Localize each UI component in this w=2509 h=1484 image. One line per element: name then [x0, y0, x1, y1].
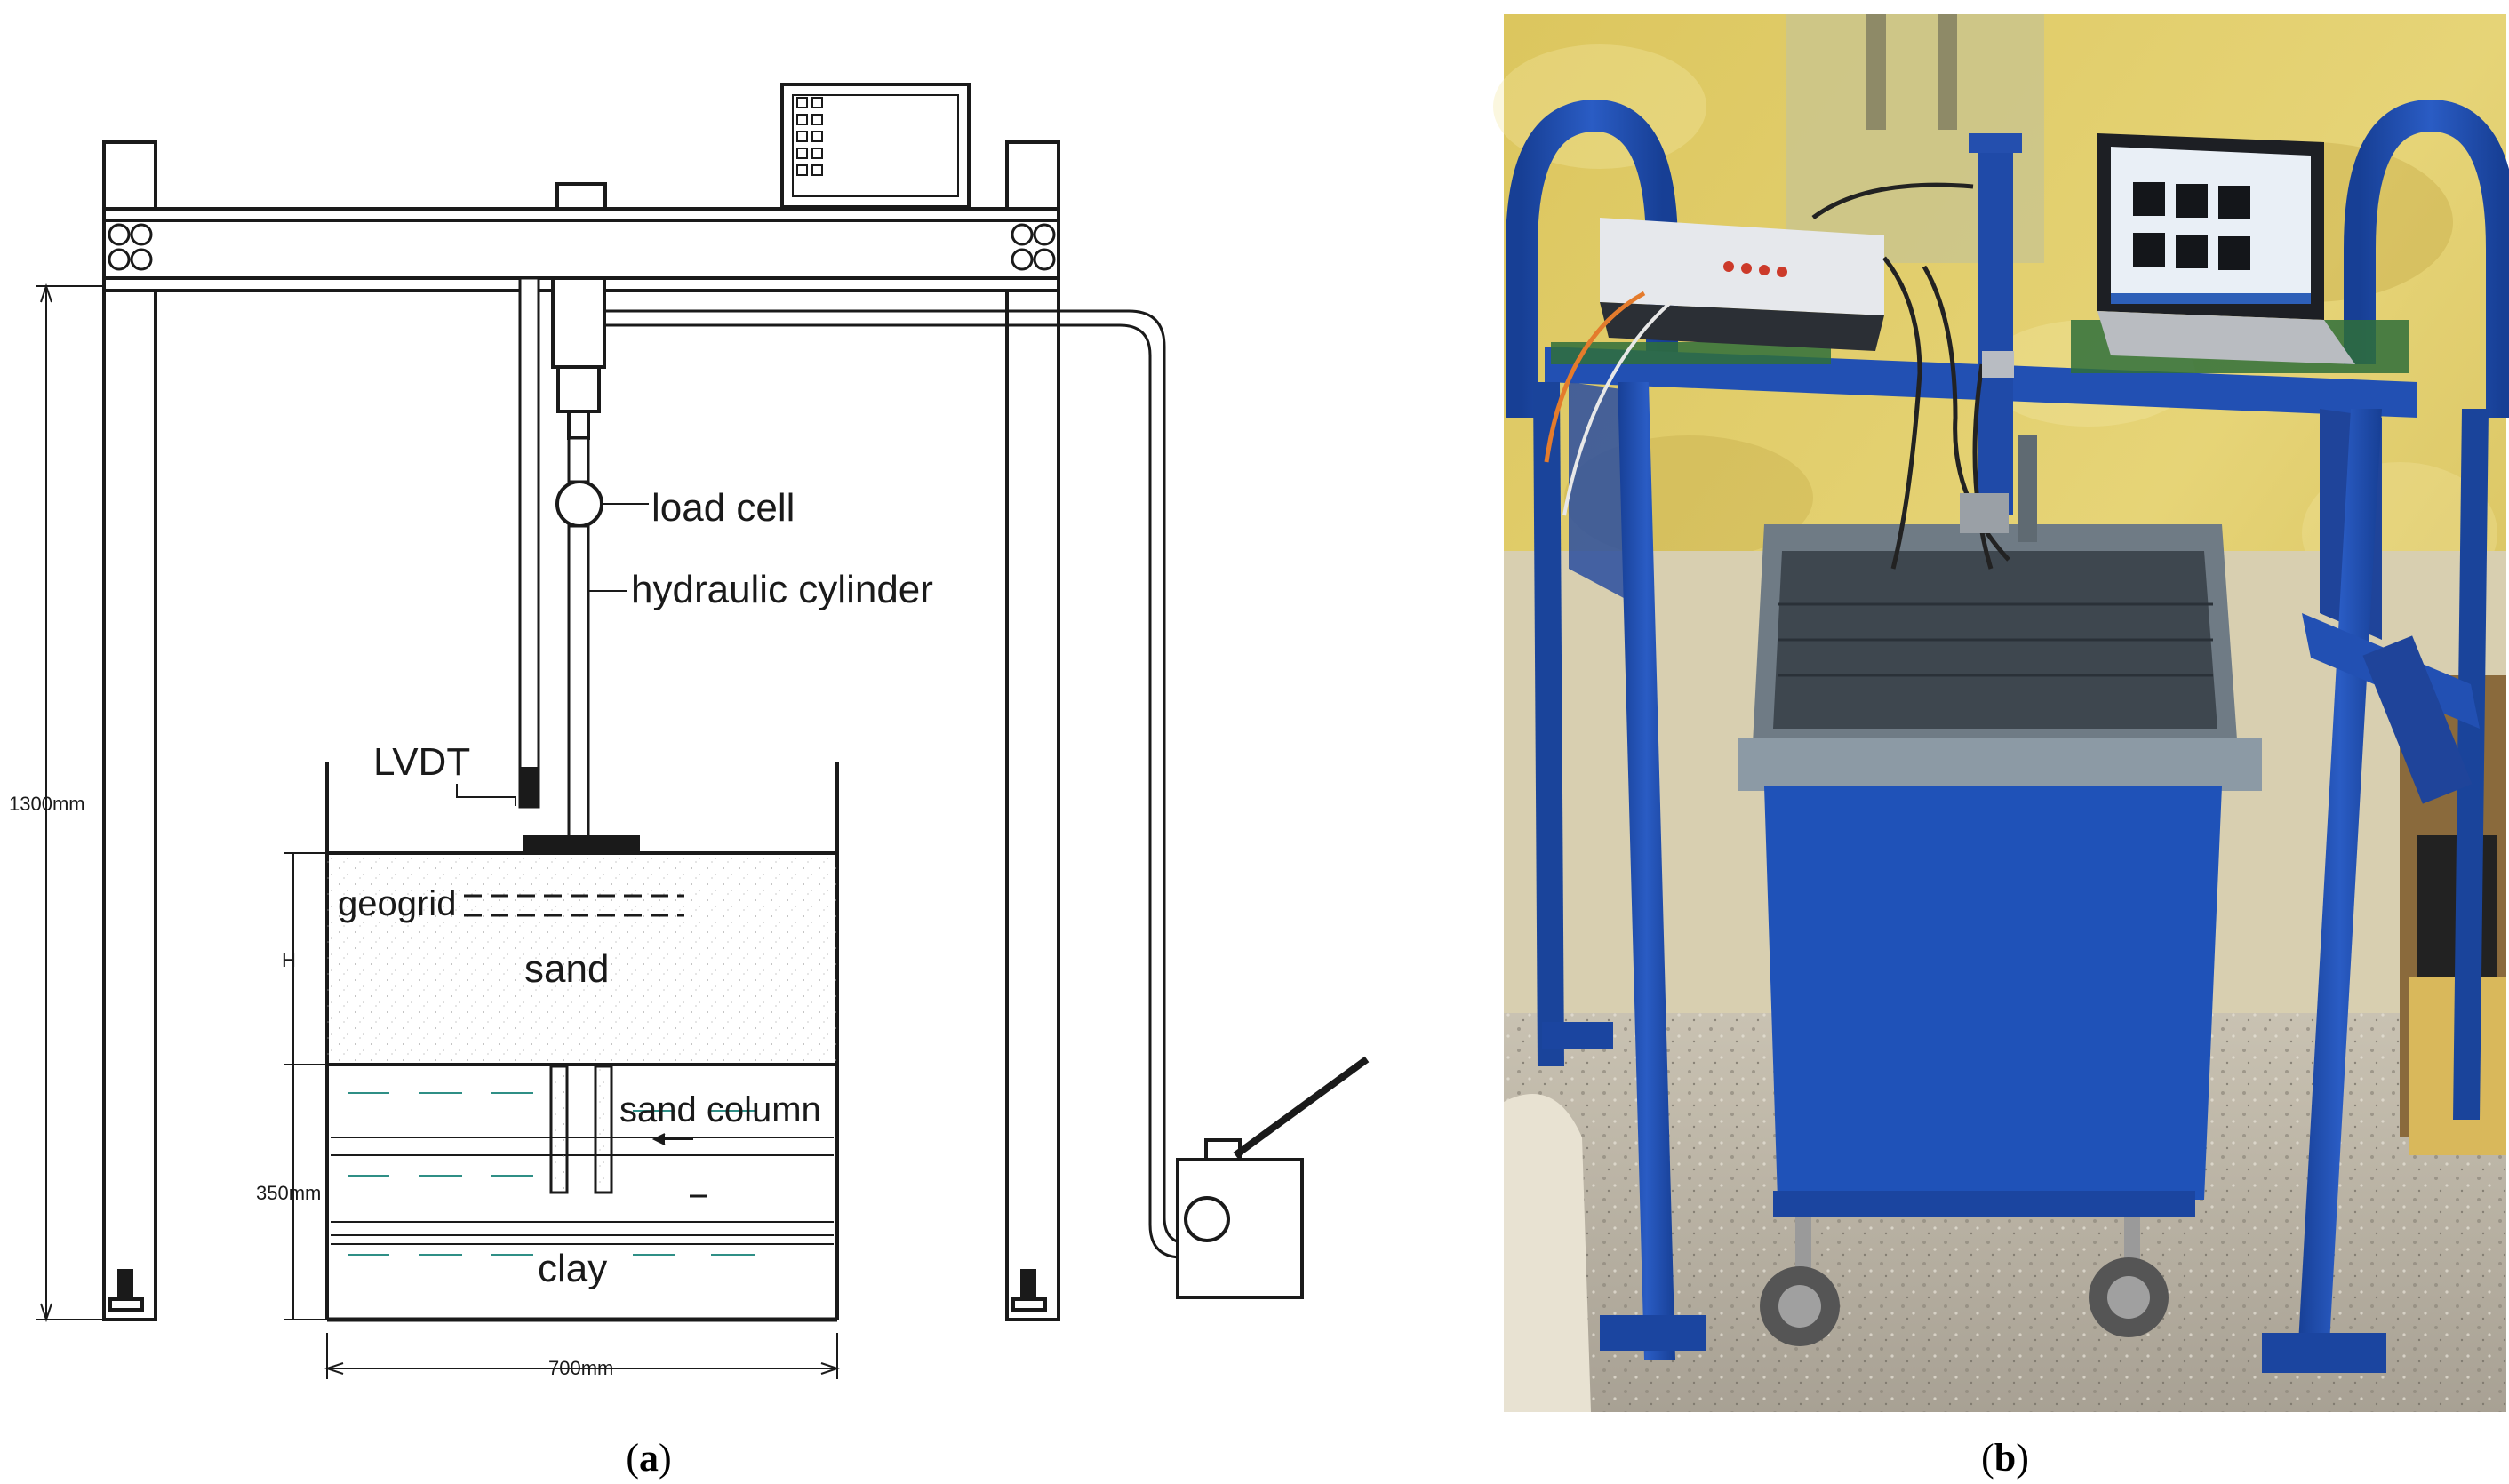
label-leaders: [456, 503, 693, 1145]
dimension-height: 1300mm: [9, 793, 85, 815]
loading-plate: [523, 835, 640, 855]
caption-a-letter: a: [639, 1436, 659, 1480]
sand-columns: [549, 1065, 613, 1194]
dimension-lines: [36, 283, 841, 1379]
beam-mount-block: [555, 182, 607, 211]
dimension-h: H: [282, 949, 296, 971]
hydraulic-cylinder-body: [551, 276, 606, 440]
label-geogrid: geogrid: [338, 884, 456, 923]
lvdt-rod: [518, 276, 540, 809]
caption-a-close: ): [659, 1436, 672, 1480]
caption-b: (b): [1981, 1436, 2029, 1480]
test-tank: [325, 762, 839, 1322]
caption-a: (a): [626, 1436, 671, 1480]
caption-a-open: (: [626, 1436, 639, 1480]
caption-b-open: (: [1981, 1436, 1994, 1480]
dimension-clay-depth: 350mm: [256, 1182, 321, 1204]
dimension-width: 700mm: [548, 1357, 613, 1379]
left-frame-column: [102, 140, 157, 1321]
beam-bolts: [108, 223, 1056, 271]
data-logger-screen: [780, 83, 971, 209]
hydraulic-pump: [1176, 1056, 1370, 1299]
label-clay: clay: [538, 1247, 607, 1290]
label-lvdt: LVDT: [373, 740, 470, 784]
photo-b: [1493, 14, 2509, 1412]
caption-b-letter: b: [1994, 1436, 2016, 1480]
label-hydraulic-cylinder: hydraulic cylinder: [631, 568, 933, 611]
label-sand-column: sand column: [619, 1090, 821, 1129]
caption-b-close: ): [2016, 1436, 2029, 1480]
load-cell-symbol: [555, 480, 603, 528]
geogrid-layers: [464, 894, 684, 917]
clay-strata: [331, 1092, 834, 1256]
diagram-a: [36, 83, 1370, 1379]
piston-rod: [567, 524, 590, 843]
right-frame-column: [1005, 140, 1060, 1321]
label-load-cell: load cell: [651, 486, 795, 530]
label-sand: sand: [524, 947, 609, 991]
